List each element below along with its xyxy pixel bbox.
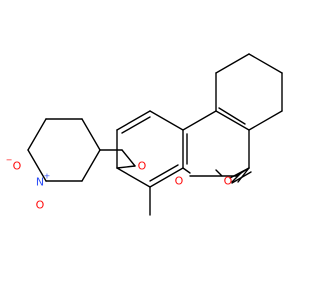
bond-c13-carbonyl-2 xyxy=(231,171,252,184)
bond-aryl-2 xyxy=(81,149,101,182)
bond-lines xyxy=(27,53,283,216)
carbonyl-oxygen-label: O xyxy=(224,175,233,188)
bond-c3-ether-o xyxy=(116,165,136,169)
bond-benzo-c1-c2 xyxy=(116,110,151,131)
bond-carbonyl-a xyxy=(215,169,223,177)
nitro-nitrogen-charge: + xyxy=(44,172,51,181)
bond-ring-c11-c12 xyxy=(248,110,283,131)
bond-carbonyl-b xyxy=(237,167,250,183)
bond-carbonyl-c xyxy=(231,171,243,183)
bond-ring-c8-c9 xyxy=(215,53,250,74)
bond-ring-c12-c7a xyxy=(215,110,250,131)
bond-aryl-5 xyxy=(27,118,47,151)
ring-oxygen-label: O xyxy=(175,175,184,188)
nitro-oxygen-anion-charge: − xyxy=(6,156,13,165)
bond-ring-c12-c7a-inner xyxy=(218,107,246,125)
nitro-oxygen-anion-label: O xyxy=(13,160,22,173)
molecule-structure: O O O N + O − O xyxy=(6,53,283,216)
bond-benzo-c7a-c6a xyxy=(182,110,217,131)
bond-benzo-c4-c4a-inner xyxy=(149,164,179,182)
bond-c13-carbonyl xyxy=(229,167,250,179)
bond-ring-c9-c10 xyxy=(248,53,283,74)
bond-benzo-c1-c2-inner xyxy=(121,116,151,134)
bond-aryl-1 xyxy=(81,118,101,151)
bond-ether-o-ch2 xyxy=(121,149,136,167)
nitro-nitrogen-label: N xyxy=(36,176,44,189)
bond-benzo-c4-c4a xyxy=(149,167,184,188)
bond-benzo-c6a-c1 xyxy=(149,110,184,131)
ether-oxygen-label: O xyxy=(138,160,147,173)
nitro-oxygen-double-label: O xyxy=(36,199,45,212)
bond-aryl-4 xyxy=(27,149,47,182)
bond-benzo-c3-c4 xyxy=(116,167,151,188)
bond-benzo-c4a-o xyxy=(182,167,191,174)
